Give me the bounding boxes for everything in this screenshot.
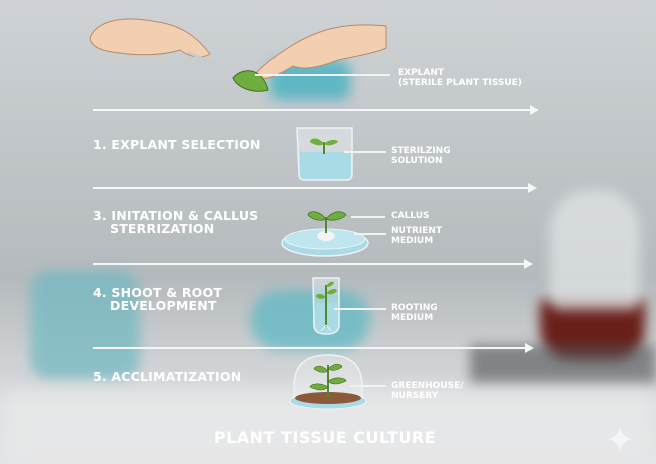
callout-line: MEDIUM <box>391 313 434 323</box>
step-label-line: 4. SHOOT & ROOT <box>93 285 223 300</box>
callout-line: ROOTING <box>391 303 438 313</box>
solution-leader-line <box>344 151 386 153</box>
hands-with-explant-illustration <box>89 18 387 92</box>
background-tray <box>470 345 656 385</box>
callout-line: CALLUS <box>391 211 430 221</box>
callout-line: NURSERY <box>391 391 439 401</box>
right-hand <box>252 24 387 80</box>
callus-icon <box>317 231 335 241</box>
nutrient-medium-callout: NUTRIENT MEDIUM <box>391 226 442 246</box>
beaker-illustration <box>296 127 353 181</box>
step-5-label: 5. ACCLIMATIZATION <box>93 370 241 383</box>
sterilizing-solution-callout: STERILZING SOLUTION <box>391 146 451 166</box>
leaf-icon <box>232 70 269 92</box>
left-hand <box>89 18 211 58</box>
step-label-line: DEVELOPMENT <box>110 298 217 313</box>
background-flask-glass <box>550 190 640 310</box>
step-3-label: 3. INITATION & CALLUS STERRIZATION <box>93 209 258 235</box>
step-1-label: 1. EXPLANT SELECTION <box>93 138 261 151</box>
test-tube-illustration <box>312 277 340 335</box>
step-label-line: 5. ACCLIMATIZATION <box>93 369 242 384</box>
callout-line: GREENHOUSE/ <box>391 381 464 391</box>
callus-leader-line <box>351 216 385 218</box>
greenhouse-leader-line <box>350 385 386 387</box>
background-flask-left <box>30 270 140 380</box>
rooting-medium-callout: ROOTING MEDIUM <box>391 303 438 323</box>
greenhouse-nursery-callout: GREENHOUSE/ NURSERY <box>391 381 464 401</box>
sparkle-icon <box>608 427 632 451</box>
flow-arrow <box>93 105 539 115</box>
rooting-leader-line <box>334 308 386 310</box>
medium-leader-line <box>354 233 386 235</box>
page-title: PLANT TISSUE CULTURE <box>213 428 437 447</box>
greenhouse-dome-illustration <box>289 354 367 410</box>
callout-line: NUTRIENT <box>391 226 443 236</box>
explant-callout-line: (STERILE PLANT TISSUE) <box>398 78 522 88</box>
callout-line: SOLUTION <box>391 156 443 166</box>
callout-line: MEDIUM <box>391 236 434 246</box>
callus-callout: CALLUS <box>391 211 430 221</box>
explant-callout-line: EXPLANT <box>398 68 445 78</box>
flow-arrow <box>93 183 537 193</box>
step-label-line: STERRIZATION <box>110 221 215 236</box>
explant-callout: EXPLANT (STERILE PLANT TISSUE) <box>398 68 522 88</box>
background-flask-center <box>250 290 370 350</box>
tweezers-icon <box>187 50 239 78</box>
petri-dish-illustration <box>281 211 369 257</box>
step-4-label: 4. SHOOT & ROOT DEVELOPMENT <box>93 286 222 312</box>
flow-arrow <box>93 343 534 353</box>
callout-line: STERILZING <box>391 146 451 156</box>
step-label-line: 3. INITATION & CALLUS <box>93 208 259 223</box>
explant-leader-line <box>255 74 390 76</box>
flow-arrow <box>93 259 533 269</box>
step-label-line: 1. EXPLANT SELECTION <box>93 137 261 152</box>
